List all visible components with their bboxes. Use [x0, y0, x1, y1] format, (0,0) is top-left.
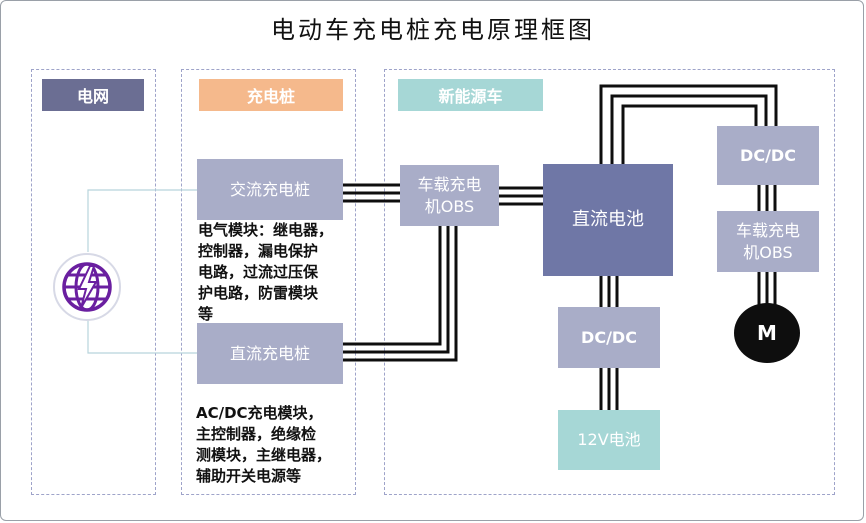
ac-charging-pile-box: 交流充电桩	[197, 159, 343, 220]
battery-to-dcdc-line-1	[599, 84, 778, 164]
globe-lightning-icon	[52, 252, 122, 326]
zone-charging-pile	[181, 69, 356, 495]
battery-12v-box: 12V电池	[558, 410, 660, 470]
dcdc-converter-bottom: DC/DC	[558, 307, 660, 368]
obs-left-label-line1: 车载充电	[417, 174, 482, 194]
dcdc-converter-top: DC/DC	[717, 126, 819, 185]
obs-right-label-line2: 机OBS	[743, 242, 793, 262]
dc-pile-line-3	[343, 226, 458, 362]
ac-pile-modules-note: 电气模块：继电器， 控制器，漏电保护 电路，过流过压保 护电路，防雷模块 等	[198, 221, 334, 323]
dc-pile-line-2	[343, 226, 450, 354]
dc-pile-modules-note: AC/DC充电模块， 主控制器，绝缘检 测模块，主继电器， 辅助开关电源等	[196, 404, 332, 485]
obs-left-label-line2: 机OBS	[424, 196, 475, 216]
power-lines	[343, 84, 778, 410]
zone-grid	[31, 69, 156, 495]
battery-to-dcdc-line-2	[610, 94, 768, 164]
zone-label-charging-pile: 充电桩	[199, 79, 343, 111]
diagram-title: 电动车充电桩充电原理框图	[271, 16, 595, 44]
dc-charging-pile-box: 直流充电桩	[197, 323, 343, 384]
grid-to-ac-line	[87, 189, 197, 252]
battery-to-dcdc-line-3	[621, 104, 758, 164]
motor-icon: M	[734, 303, 800, 363]
zone-vehicle	[384, 69, 835, 495]
obs-right-label-line1: 车载充电	[735, 220, 800, 240]
zone-label-vehicle: 新能源车	[398, 79, 543, 111]
onboard-charger-obs-right: 车载充电 机OBS	[717, 211, 819, 272]
dc-battery-box: 直流电池	[543, 164, 673, 276]
grid-feed-lines	[87, 189, 197, 354]
zone-label-grid: 电网	[42, 79, 144, 111]
grid-to-dc-line	[87, 316, 197, 354]
onboard-charger-obs-left: 车载充电 机OBS	[400, 165, 499, 226]
dc-pile-line-1	[343, 226, 442, 346]
